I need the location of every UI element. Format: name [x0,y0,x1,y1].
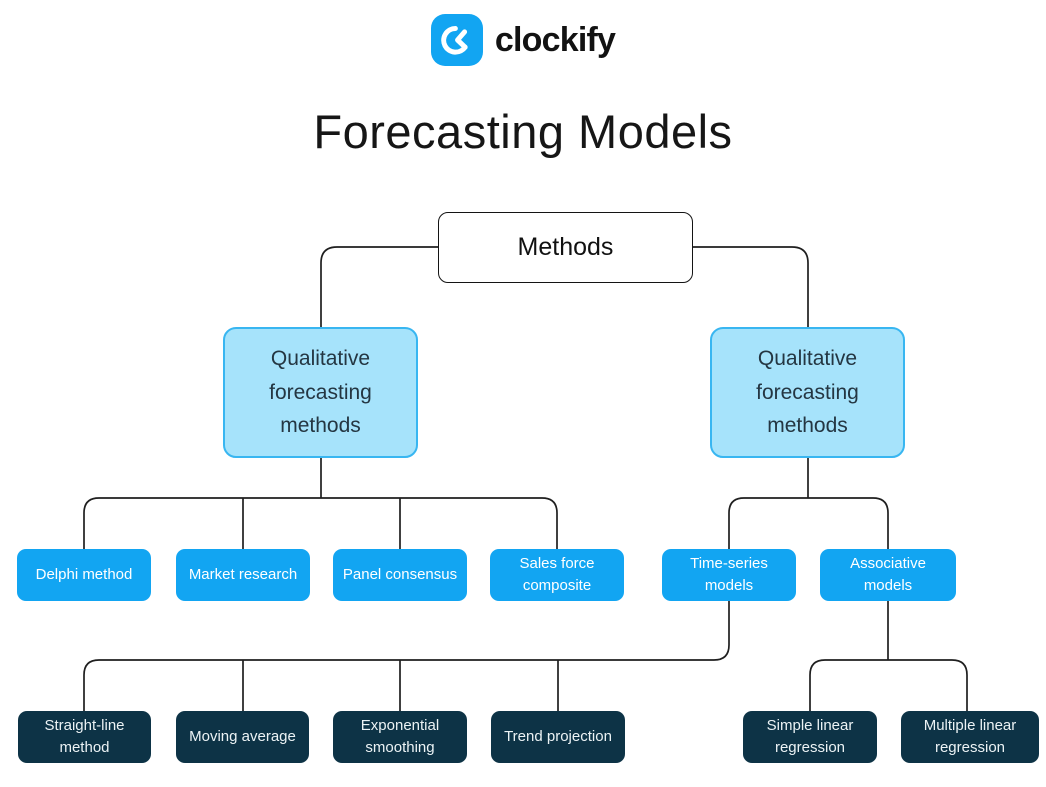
clockify-logo-icon [430,14,483,66]
node-qualitative-forecasting-methods-left: Qualitative forecasting methods [223,327,418,458]
node-time-series-models: Time-series models [662,549,796,601]
page-title: Forecasting Models [313,105,733,158]
node-moving-average: Moving average [176,711,309,763]
node-straight-line-method: Straight-line method [18,711,151,763]
clockify-logo: clockify [0,14,1046,66]
node-multiple-linear-regression: Multiple linear regression [901,711,1039,763]
node-methods: Methods [438,212,693,283]
clockify-wordmark: clockify [494,20,616,59]
node-panel-consensus: Panel consensus [333,549,467,601]
node-exponential-smoothing: Exponential smoothing [333,711,467,763]
node-qualitative-forecasting-methods-right: Qualitative forecasting methods [710,327,905,458]
node-trend-projection: Trend projection [491,711,625,763]
node-sales-force-composite: Sales force composite [490,549,624,601]
node-market-research: Market research [176,549,310,601]
node-simple-linear-regression: Simple linear regression [743,711,877,763]
node-associative-models: Associative models [820,549,956,601]
node-delphi-method: Delphi method [17,549,151,601]
